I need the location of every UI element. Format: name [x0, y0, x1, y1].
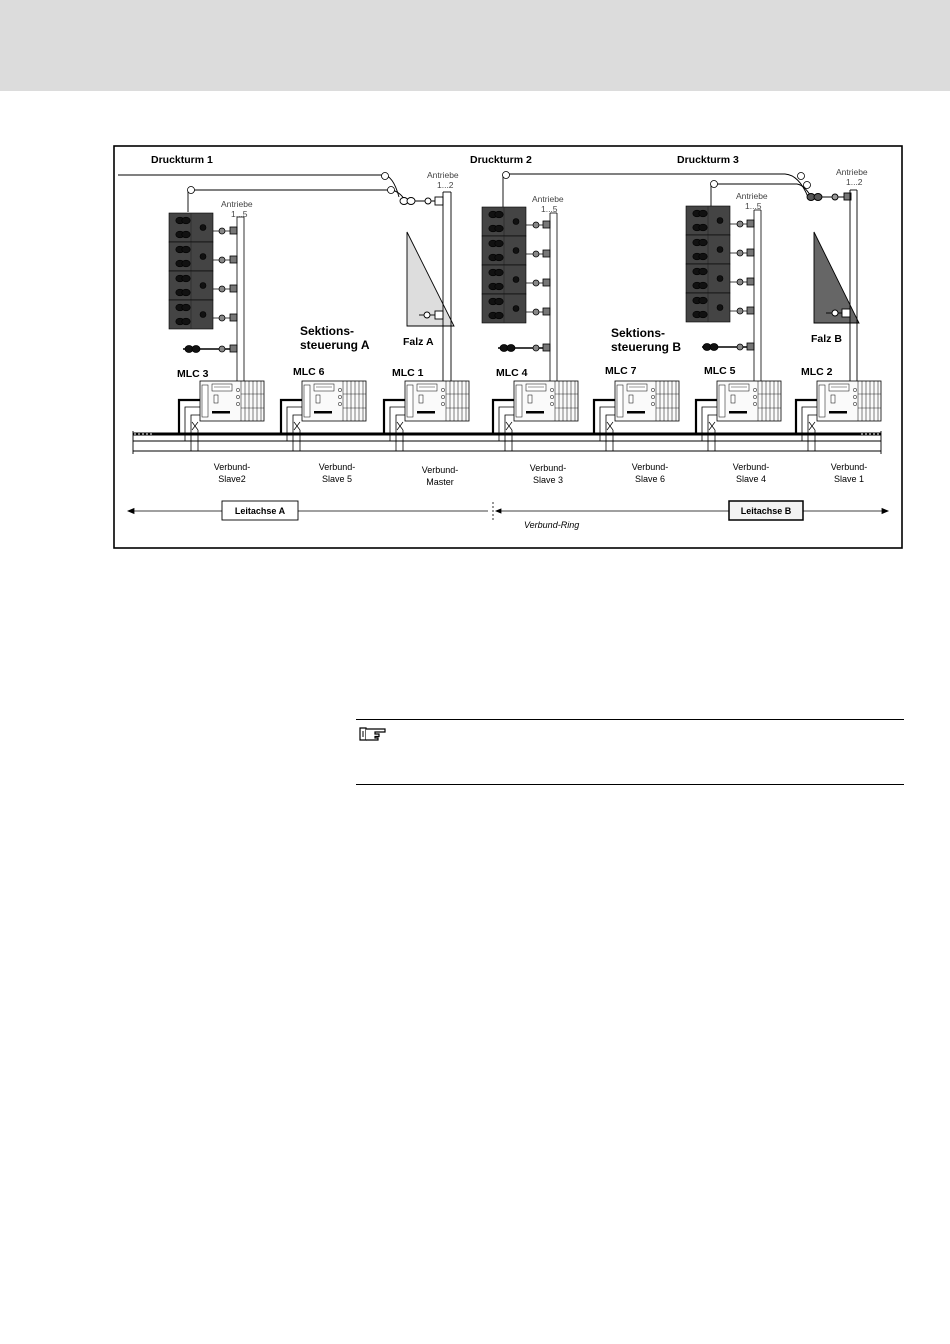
role-slave-3-line1: Verbund- — [530, 463, 567, 473]
controller-bus-connections — [177, 398, 817, 451]
note-bottom-rule — [356, 784, 904, 785]
mlc-4-label: MLC 4 — [496, 367, 528, 379]
role-slave-1-line1: Verbund- — [831, 462, 868, 472]
drives-label-tower-2: Antriebe — [532, 194, 564, 204]
role-master-line1: Verbund- — [422, 465, 459, 475]
section-a-label-line1: Sektions- — [300, 324, 354, 338]
note-block — [356, 719, 904, 785]
drives-label-tower-3: Antriebe — [736, 191, 768, 201]
leading-axis-b-label: Leitachse B — [741, 506, 792, 516]
role-slave-6-line2: Slave 6 — [635, 474, 665, 484]
role-slave-6-line1: Verbund- — [632, 462, 669, 472]
role-slave-4-line2: Slave 4 — [736, 474, 766, 484]
drives-range-tower-3: 1...5 — [745, 201, 762, 211]
section-a-label-line2: steuerung A — [300, 338, 370, 352]
drives-range-folder-b: 1...2 — [846, 177, 863, 187]
drives-range-tower-1: 1...5 — [231, 209, 248, 219]
tower-1-label: Druckturm 1 — [151, 154, 213, 166]
folder-b-label: Falz B — [811, 333, 842, 345]
leading-axis-arrows — [126, 502, 890, 522]
folder-b-symbol — [806, 189, 860, 381]
print-tower-2-units — [481, 206, 527, 324]
role-master-line2: Master — [426, 477, 454, 487]
drives-label-tower-1: Antriebe — [221, 199, 253, 209]
drives-range-tower-2: 1...5 — [541, 204, 558, 214]
role-slave-5-line1: Verbund- — [319, 462, 356, 472]
controllers — [199, 380, 882, 422]
print-tower-1-units — [168, 212, 214, 330]
section-b-label-line2: steuerung B — [611, 340, 681, 354]
mlc-6-label: MLC 6 — [293, 366, 325, 378]
drives-label-folder-b: Antriebe — [836, 167, 868, 177]
mlc-3-label: MLC 3 — [177, 368, 209, 380]
role-slave-1-line2: Slave 1 — [834, 474, 864, 484]
role-slave-2-line2: Slave2 — [218, 474, 246, 484]
role-slave-3-line2: Slave 3 — [533, 475, 563, 485]
leading-axis-a-label: Leitachse A — [235, 506, 286, 516]
mlc-1-label: MLC 1 — [392, 367, 424, 379]
role-slave-4-line1: Verbund- — [733, 462, 770, 472]
mlc-5-label: MLC 5 — [704, 365, 736, 377]
role-slave-2-line1: Verbund- — [214, 462, 251, 472]
note-top-rule — [356, 719, 904, 720]
ring-label: Verbund-Ring — [524, 520, 579, 530]
ring-bus-lines — [132, 431, 882, 454]
tower-2-label: Druckturm 2 — [470, 154, 532, 166]
folder-a-symbol — [399, 191, 455, 381]
tower-3-label: Druckturm 3 — [677, 154, 739, 166]
network-diagram: Druckturm 1 Druckturm 2 Druckturm 3 Antr… — [113, 145, 903, 549]
print-tower-3-units — [685, 205, 731, 323]
page-header-band — [0, 0, 950, 91]
folder-a-label: Falz A — [403, 336, 434, 348]
mlc-2-label: MLC 2 — [801, 366, 833, 378]
pointing-hand-icon — [358, 725, 388, 748]
drives-label-folder-a: Antriebe — [427, 170, 459, 180]
drives-range-folder-a: 1...2 — [437, 180, 454, 190]
role-slave-5-line2: Slave 5 — [322, 474, 352, 484]
section-b-label-line1: Sektions- — [611, 326, 665, 340]
mlc-7-label: MLC 7 — [605, 365, 637, 377]
